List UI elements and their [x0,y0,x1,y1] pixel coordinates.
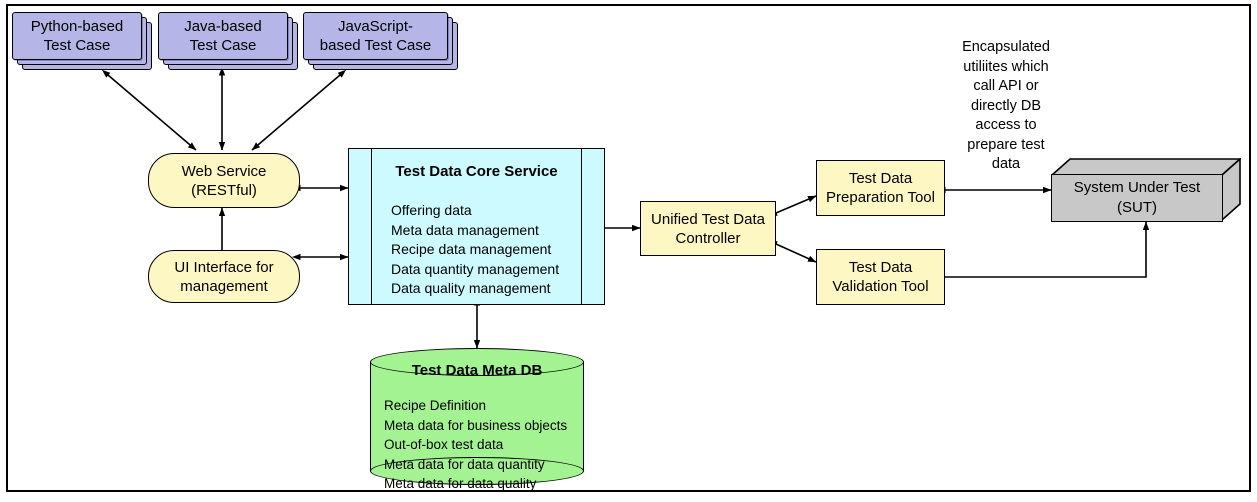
node-java-test-case[interactable]: Java-based Test Case [158,12,298,70]
core-service-item: Meta data management [391,221,539,238]
preparation-tool-label-2: Preparation Tool [826,189,935,206]
node-web-service[interactable]: Web Service (RESTful) [148,153,300,208]
annotation-line: directly DB [970,97,1042,114]
controller-label-1: Unified Test Data [651,210,765,228]
core-service-item: Data quantity management [391,260,560,277]
diagram-frame [6,4,1251,492]
annotation-line: prepare test [967,136,1045,153]
node-python-test-case[interactable]: Python-based Test Case [12,12,152,70]
ui-interface-label-1: UI Interface for [174,258,274,276]
controller-label-2: Controller [675,229,741,247]
annotation-line: call API or [973,78,1039,94]
sut-label-2: (SUT) [1117,199,1157,216]
annotation-line: data [991,156,1021,172]
db-item: Recipe Definition [384,398,487,413]
db-item-list: Recipe Definition Meta data for business… [384,396,567,494]
java-test-case-label-2: Test Case [189,37,257,54]
core-service-title: Test Data Core Service [395,163,558,180]
sut-label-1: System Under Test [1073,179,1201,196]
web-service-label-2: (RESTful) [191,181,257,199]
node-javascript-test-case[interactable]: JavaScript- based Test Case [303,12,458,70]
web-service-label-1: Web Service [181,162,267,180]
core-divider-left [371,149,372,304]
annotation-line: utiliites which [963,58,1049,75]
annotation-line: access to [975,117,1037,133]
core-service-item: Offering data [391,202,472,218]
python-test-case-label-1: Python-based [30,18,124,35]
db-cylinder-top [370,348,584,376]
ui-interface-label-2: management [180,277,268,295]
preparation-tool-label-1: Test Data [848,170,913,187]
validation-tool-label-1: Test Data [848,259,913,276]
db-cylinder-body [370,362,584,471]
core-divider-right [581,149,582,304]
annotation-encapsulated-utilities: Encapsulated utiliites which call API or… [938,38,1074,175]
node-system-under-test[interactable]: System Under Test (SUT) [1051,158,1241,222]
node-unified-test-data-controller[interactable]: Unified Test Data Controller [640,201,776,256]
db-item: Meta data for data quantity [384,456,545,472]
core-service-item: Data quality management [391,280,551,296]
db-cylinder-bottom [370,457,584,485]
javascript-test-case-label-1: JavaScript- [337,18,414,35]
annotation-line: Encapsulated [962,39,1050,55]
card-front: JavaScript- based Test Case [303,12,448,60]
sut-front-face: System Under Test (SUT) [1051,174,1223,222]
javascript-test-case-label-2: based Test Case [319,37,432,54]
db-item: Meta data for data quality [384,476,537,491]
card-front: Python-based Test Case [12,12,142,60]
core-service-item: Recipe data management [391,241,552,257]
java-test-case-label-1: Java-based [184,18,262,35]
card-front: Java-based Test Case [158,12,288,60]
validation-tool-label-2: Validation Tool [832,278,929,295]
node-ui-interface[interactable]: UI Interface for management [148,250,300,303]
core-service-feature-list: Offering data Meta data management Recip… [391,201,559,299]
python-test-case-label-2: Test Case [43,37,111,54]
db-title: Test Data Meta DB [411,362,543,379]
db-item: Out-of-box test data [384,437,504,452]
db-item: Meta data for business objects [384,417,568,433]
node-test-data-core-service[interactable]: Test Data Core Service Offering data Met… [348,148,605,305]
node-test-data-preparation-tool[interactable]: Test Data Preparation Tool [816,160,945,216]
node-test-data-validation-tool[interactable]: Test Data Validation Tool [816,249,945,305]
sut-3d-shading [1051,158,1241,222]
node-test-data-meta-db[interactable]: Test Data Meta DB Recipe Definition Meta… [370,348,584,491]
